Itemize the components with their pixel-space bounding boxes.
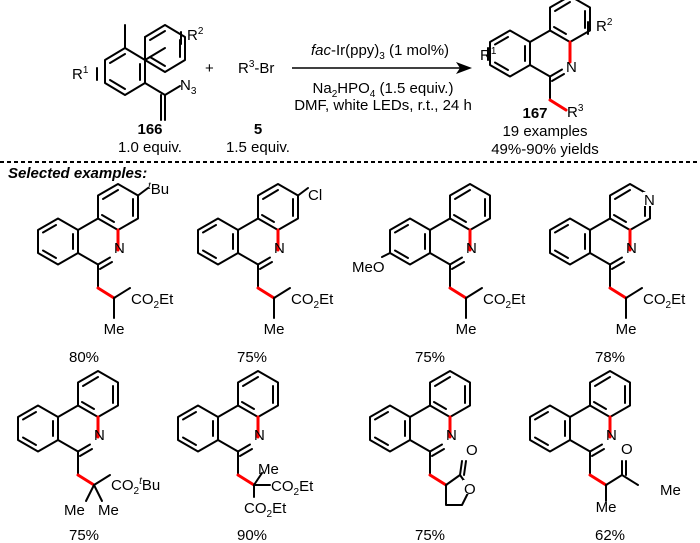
product-examples-count: 19 examples <box>502 123 587 140</box>
example-7-ring-o: O <box>464 481 476 498</box>
reactant-166-equiv: 1.0 equiv. <box>118 139 182 156</box>
reactant-5-formula: R3-Br <box>238 59 274 77</box>
example-2-substituent: Cl <box>308 187 322 204</box>
example-7-carbonyl-o: O <box>466 442 478 459</box>
example-1-substituent: tBu <box>148 181 169 198</box>
example-6-n: N <box>254 427 265 444</box>
example-5-n: N <box>94 427 105 444</box>
example-4-ester: CO2Et <box>643 291 686 311</box>
r1-label: R1 <box>72 65 89 83</box>
example-5-structure <box>16 369 120 502</box>
example-1-yield: 80% <box>69 349 99 366</box>
section-title: Selected examples: <box>8 165 147 182</box>
example-6-structure <box>176 369 280 498</box>
example-2-yield: 75% <box>237 349 267 366</box>
example-5-ester: CO2tBu <box>111 476 160 497</box>
example-6-ester-2: CO2Et <box>244 500 287 520</box>
example-6-me: Me <box>258 461 279 478</box>
catalyst-condition: fac-Ir(ppy)3 (1 mol%) <box>311 42 449 62</box>
azide-label: N3 <box>180 77 197 97</box>
example-8-n: N <box>606 427 617 444</box>
example-6-ester-1: CO2Et <box>271 478 314 498</box>
example-8-carbonyl-o: O <box>621 441 633 458</box>
example-3-substituent: MeO <box>352 259 385 276</box>
example-4-yield: 78% <box>595 349 625 366</box>
example-5-me-2: Me <box>98 502 119 519</box>
example-8-yield: 62% <box>595 527 625 543</box>
product-yield-range: 49%-90% yields <box>491 141 599 158</box>
product-r1-label: R1 <box>480 46 497 64</box>
example-5-yield: 75% <box>69 527 99 543</box>
example-2-me: Me <box>264 321 285 338</box>
example-7-structure <box>368 369 472 506</box>
example-1-structure <box>36 182 149 319</box>
example-1-me: Me <box>104 321 125 338</box>
example-6-yield: 90% <box>237 527 267 543</box>
example-3-n: N <box>466 240 477 257</box>
example-2-structure <box>196 182 309 319</box>
reactant-5-id: 5 <box>254 121 262 138</box>
reactant-166-id: 166 <box>137 121 162 138</box>
example-1-ester: CO2Et <box>131 291 174 311</box>
example-4-structure <box>548 182 652 319</box>
product-r2-label: R2 <box>596 17 613 35</box>
product-n-label: N <box>566 59 577 76</box>
plus-sign: + <box>205 60 214 77</box>
arrow-head-icon <box>456 62 472 74</box>
example-4-ring-n: N <box>644 192 655 209</box>
example-4-me: Me <box>616 321 637 338</box>
example-7-yield: 75% <box>415 527 445 543</box>
reactant-166-structure: R1 R2 N3 <box>72 24 204 121</box>
base-condition: Na2HPO4 (1.5 equiv.) <box>313 80 454 100</box>
example-7-n: N <box>446 427 457 444</box>
product-r3-label: R3 <box>567 103 584 121</box>
product-167-id: 167 <box>522 105 547 122</box>
example-1-n: N <box>114 240 125 257</box>
example-5-me-1: Me <box>64 502 85 519</box>
example-3-me: Me <box>456 321 477 338</box>
example-8-me-2: Me <box>596 499 617 516</box>
r2-label: R2 <box>187 26 204 44</box>
solvent-condition: DMF, white LEDs, r.t., 24 h <box>294 97 472 114</box>
example-2-n: N <box>274 240 285 257</box>
example-3-yield: 75% <box>415 349 445 366</box>
product-167-structure <box>487 0 592 112</box>
example-4-n: N <box>626 240 637 257</box>
reactant-5-equiv: 1.5 equiv. <box>226 139 290 156</box>
example-2-ester: CO2Et <box>291 291 334 311</box>
example-8-structure <box>528 369 639 502</box>
example-3-structure <box>381 182 492 319</box>
example-3-ester: CO2Et <box>483 291 526 311</box>
example-8-me-1: Me <box>660 482 681 499</box>
